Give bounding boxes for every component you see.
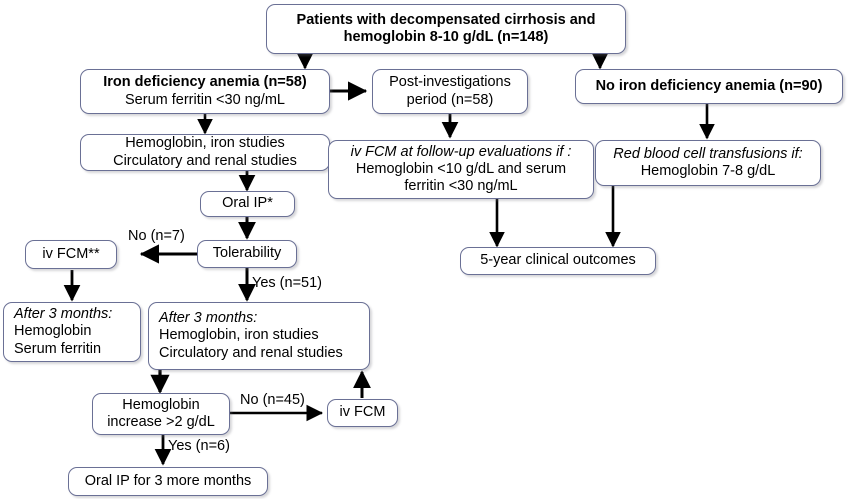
- node-ivfcm-followup-line-1: iv FCM at follow-up evaluations if :: [350, 143, 572, 160]
- node-ivfcm-line-1: iv FCM: [339, 404, 386, 421]
- node-after3right-line-1: After 3 months:: [159, 310, 258, 327]
- node-ida-line-2: Serum ferritin <30 ng/mL: [125, 91, 285, 108]
- node-oral-ip-line-1: Oral IP*: [222, 195, 273, 212]
- node-hemoglobin-increase[interactable]: Hemoglobin increase >2 g/dL: [92, 393, 230, 435]
- node-rbc-line-1: Red blood cell transfusions if:: [613, 145, 803, 162]
- node-oralip3-line-1: Oral IP for 3 more months: [84, 472, 252, 489]
- node-ivfcm-followup-line-2: Hemoglobin <10 g/dL and serum: [355, 160, 567, 177]
- node-rbc-transfusions-criteria[interactable]: Red blood cell transfusions if: Hemoglob…: [595, 140, 821, 186]
- node-after3left-line-3: Serum ferritin: [14, 340, 102, 357]
- edge-label-no-n45: No (n=45): [240, 392, 305, 408]
- node-after3right-line-3: Circulatory and renal studies: [159, 344, 343, 361]
- node-ivfcm[interactable]: iv FCM: [327, 399, 398, 427]
- node-post-line-1: Post-investigations: [389, 74, 511, 91]
- node-five-year-clinical-outcomes[interactable]: 5-year clinical outcomes: [460, 247, 656, 275]
- node-oral-ip-3-more-months[interactable]: Oral IP for 3 more months: [68, 467, 268, 496]
- node-post-line-2: period (n=58): [406, 91, 494, 108]
- node-hbincrease-line-1: Hemoglobin: [122, 396, 200, 413]
- node-iron-deficiency-anemia[interactable]: Iron deficiency anemia (n=58) Serum ferr…: [80, 69, 330, 114]
- node-after3months-left[interactable]: After 3 months: Hemoglobin Serum ferriti…: [3, 302, 141, 362]
- node-root[interactable]: Patients with decompensated cirrhosis an…: [266, 4, 626, 54]
- node-after3right-line-2: Hemoglobin, iron studies: [159, 327, 319, 344]
- node-hbstudies-line-2: Circulatory and renal studies: [113, 152, 297, 169]
- node-tolerability[interactable]: Tolerability: [197, 240, 297, 268]
- node-ivfcm-followup-criteria[interactable]: iv FCM at follow-up evaluations if : Hem…: [328, 140, 594, 199]
- edge-label-no-n7: No (n=7): [128, 228, 185, 244]
- edge-label-yes-n51: Yes (n=51): [252, 275, 323, 291]
- node-after3left-line-1: After 3 months:: [14, 306, 113, 323]
- node-root-line-2: hemoglobin 8-10 g/dL (n=148): [343, 29, 549, 45]
- node-hbstudies-line-1: Hemoglobin, iron studies: [125, 135, 285, 152]
- node-five-year-line-1: 5-year clinical outcomes: [480, 252, 636, 269]
- node-ivfcm-star-line-1: iv FCM**: [42, 245, 100, 262]
- node-no-iron-deficiency-anemia[interactable]: No iron deficiency anemia (n=90): [575, 69, 843, 104]
- node-no-ida-line-1: No iron deficiency anemia (n=90): [595, 77, 823, 94]
- node-after3left-line-2: Hemoglobin: [14, 323, 92, 340]
- node-ivfcm-followup-line-3: ferritin <30 ng/mL: [404, 178, 518, 195]
- node-tolerability-line-1: Tolerability: [212, 245, 282, 262]
- node-ivfcm-double-star[interactable]: iv FCM**: [25, 240, 117, 269]
- edge-label-yes-n6: Yes (n=6): [168, 438, 230, 454]
- node-ida-line-1: Iron deficiency anemia (n=58): [103, 74, 307, 91]
- node-rbc-line-2: Hemoglobin 7-8 g/dL: [640, 163, 776, 179]
- node-after3months-right[interactable]: After 3 months: Hemoglobin, iron studies…: [148, 302, 370, 370]
- node-post-investigations[interactable]: Post-investigations period (n=58): [372, 69, 528, 114]
- node-hbincrease-line-2: increase >2 g/dL: [107, 414, 215, 430]
- node-hemoglobin-iron-studies[interactable]: Hemoglobin, iron studies Circulatory and…: [80, 134, 330, 171]
- node-oral-ip[interactable]: Oral IP*: [200, 191, 295, 217]
- node-root-line-1: Patients with decompensated cirrhosis an…: [296, 11, 596, 28]
